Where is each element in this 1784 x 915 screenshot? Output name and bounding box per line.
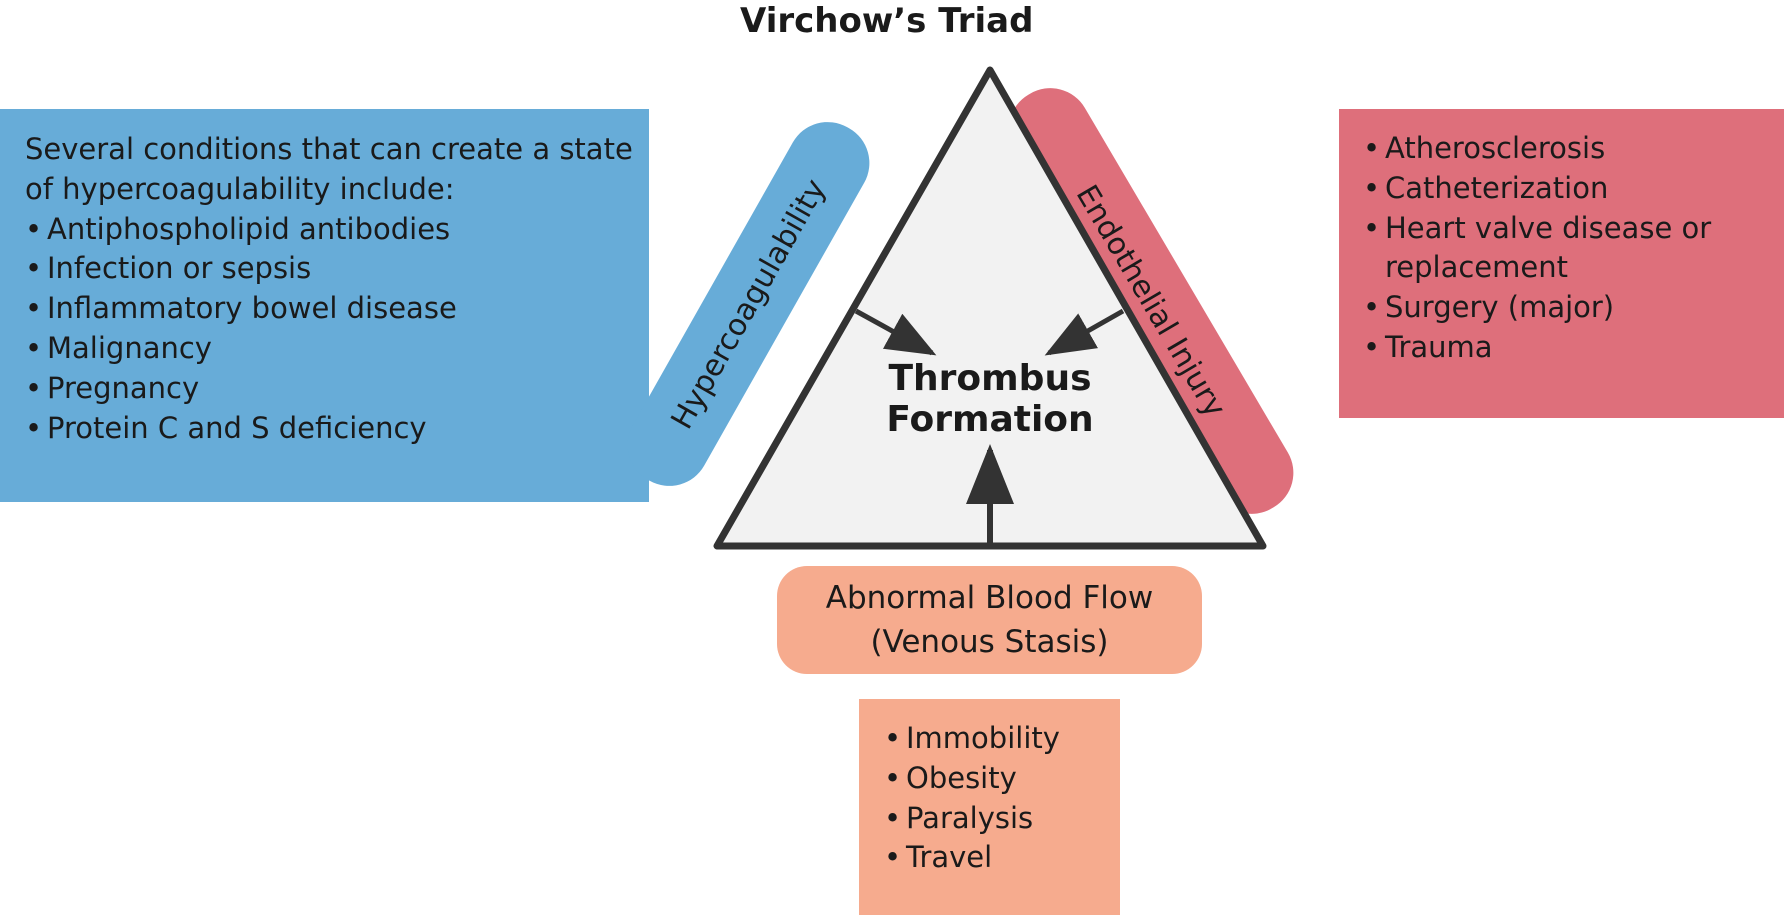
list-item: Trauma [1363,328,1774,368]
list-item: Immobility [884,719,1110,759]
blood-flow-label-line2: (Venous Stasis) [870,624,1109,660]
hypercoagulability-list: Antiphospholipid antibodies Infection or… [25,210,639,449]
list-item: Heart valve disease or replacement [1363,209,1774,289]
blood-flow-label-line1: Abnormal Blood Flow [825,580,1154,616]
list-item: Surgery (major) [1363,288,1774,328]
triad-triangle [713,66,1267,550]
thrombus-formation-label: Thrombus Formation [840,358,1140,440]
endothelial-injury-causes-box: Atherosclerosis Catheterization Heart va… [1339,109,1784,418]
endothelial-injury-arrow [1044,308,1125,356]
list-item: Pregnancy [25,369,639,409]
list-item: Malignancy [25,329,639,369]
blood-flow-causes-box: Immobility Obesity Paralysis Travel [859,699,1120,915]
center-label-line1: Thrombus [888,358,1092,399]
list-item: Paralysis [884,799,1110,839]
list-item: Infection or sepsis [25,249,639,289]
endothelial-injury-list: Atherosclerosis Catheterization Heart va… [1363,129,1774,368]
hypercoagulability-arrow [854,308,937,356]
list-item: Inflammatory bowel disease [25,289,639,329]
list-item: Obesity [884,759,1110,799]
list-item: Travel [884,838,1110,878]
diagram-title: Virchow’s Triad [740,1,1034,41]
blood-flow-list: Immobility Obesity Paralysis Travel [884,719,1110,878]
center-label-line2: Formation [886,399,1094,440]
abnormal-blood-flow-pill: Abnormal Blood Flow (Venous Stasis) [777,566,1202,674]
list-item: Catheterization [1363,169,1774,209]
list-item: Antiphospholipid antibodies [25,210,639,250]
hypercoagulability-conditions-box: Several conditions that can create a sta… [0,109,649,502]
hypercoagulability-intro: Several conditions that can create a sta… [25,132,633,206]
list-item: Atherosclerosis [1363,129,1774,169]
list-item: Protein C and S deficiency [25,409,639,449]
